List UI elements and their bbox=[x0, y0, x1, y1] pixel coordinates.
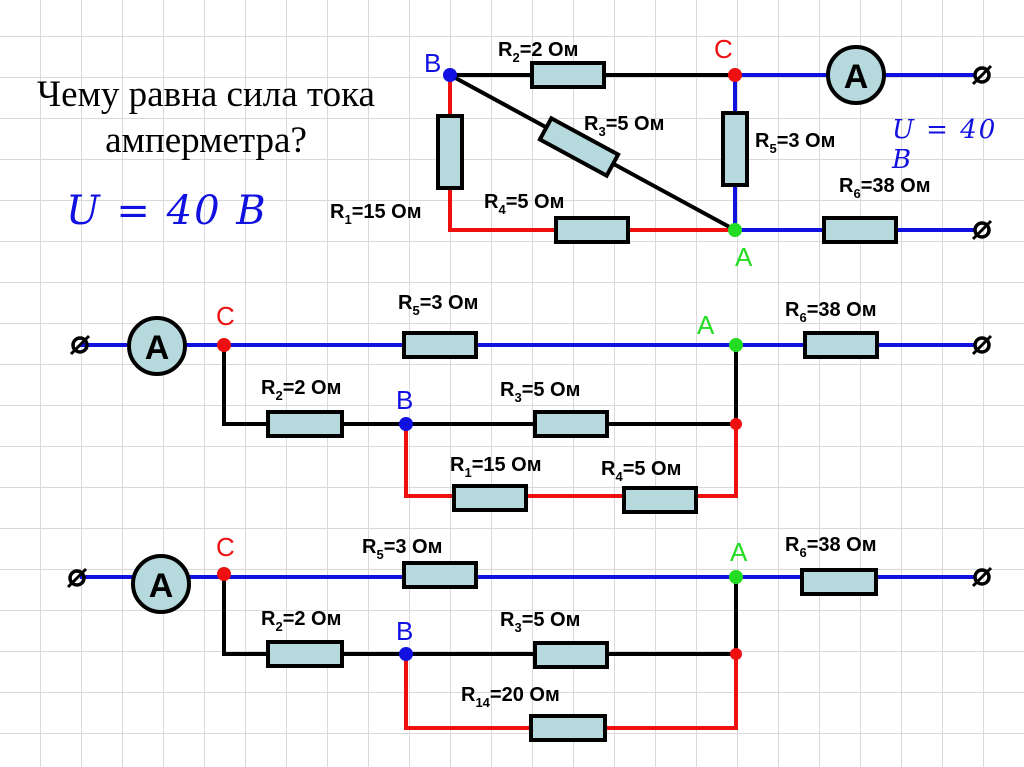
label-R5: R5=3 Ом bbox=[398, 292, 478, 318]
terminal-icon bbox=[69, 334, 91, 356]
ammeter-label: A bbox=[844, 58, 869, 96]
terminal-icon bbox=[971, 566, 993, 588]
node-B bbox=[399, 417, 413, 431]
node-label-A: A bbox=[697, 310, 715, 340]
node-label-C: C bbox=[216, 532, 235, 562]
resistor-R1 bbox=[436, 114, 464, 190]
resistor-R2 bbox=[266, 410, 344, 438]
resistor-R5 bbox=[402, 561, 478, 589]
resistor-R1 bbox=[452, 484, 528, 512]
label-R3: R3=5 Ом bbox=[584, 113, 664, 139]
label-R1: R1=15 Ом bbox=[330, 201, 422, 227]
node-B bbox=[443, 68, 457, 82]
node-label-C: C bbox=[216, 301, 235, 331]
node-C bbox=[217, 567, 231, 581]
node-A bbox=[729, 570, 743, 584]
label-R5: R5=3 Ом bbox=[755, 130, 835, 156]
junction-node bbox=[730, 648, 742, 660]
resistor-R6 bbox=[822, 216, 898, 244]
ammeter-label: A bbox=[145, 329, 170, 367]
circuit-simplified: A C A B R5=3 Ом R6=38 Ом R2=2 Ом R3=5 Ом… bbox=[66, 532, 993, 742]
node-C bbox=[217, 338, 231, 352]
circuit-original: A B C A R2=2 Ом R3=5 Ом R5=3 Ом R6=38 Ом… bbox=[330, 34, 993, 272]
voltage-label-right: U = 40 B bbox=[892, 115, 998, 175]
label-R1: R1=15 Ом bbox=[450, 454, 542, 480]
resistor-R6 bbox=[803, 331, 879, 359]
terminal-icon bbox=[66, 567, 88, 589]
node-A bbox=[729, 338, 743, 352]
resistor-R3 bbox=[537, 115, 621, 179]
node-label-B: B bbox=[396, 385, 413, 415]
resistor-R5 bbox=[402, 331, 478, 359]
node-C bbox=[728, 68, 742, 82]
label-R5: R5=3 Ом bbox=[362, 536, 442, 562]
label-R6: R6=38 Ом bbox=[785, 299, 877, 325]
resistor-R14 bbox=[529, 714, 607, 742]
node-label-B: B bbox=[424, 48, 441, 78]
node-label-A: A bbox=[735, 242, 753, 272]
ammeter-circle bbox=[127, 316, 187, 376]
node-label-A: A bbox=[730, 537, 748, 567]
question-line-1: Чему равна сила тока bbox=[37, 74, 375, 115]
ammeter-label: A bbox=[149, 567, 174, 605]
label-R6: R6=38 Ом bbox=[839, 175, 931, 201]
node-B bbox=[399, 647, 413, 661]
ammeter-circle bbox=[131, 554, 191, 614]
node-A bbox=[728, 223, 742, 237]
ammeter-circle bbox=[826, 45, 886, 105]
label-R3: R3=5 Ом bbox=[500, 379, 580, 405]
label-R4: R4=5 Ом bbox=[484, 191, 564, 217]
ammeter: A bbox=[127, 316, 187, 376]
label-R4: R4=5 Ом bbox=[601, 458, 681, 484]
terminal-icon bbox=[971, 219, 993, 241]
resistor-R3 bbox=[533, 410, 609, 438]
resistor-R4 bbox=[622, 486, 698, 514]
circuit-redrawn: A C A B R5=3 Ом R6=38 Ом R2=2 Ом R3=5 Ом… bbox=[69, 292, 993, 514]
label-R2: R2=2 Ом bbox=[261, 608, 341, 634]
terminal-icon bbox=[971, 64, 993, 86]
question-text: Чему равна сила тока амперметра? bbox=[16, 72, 396, 164]
ammeter: A bbox=[826, 45, 886, 105]
resistor-R2 bbox=[266, 640, 344, 668]
label-R3: R3=5 Ом bbox=[500, 609, 580, 635]
resistor-R5 bbox=[721, 111, 749, 187]
resistor-R4 bbox=[554, 216, 630, 244]
resistor-R3 bbox=[533, 641, 609, 669]
voltage-label-left: U = 40 B bbox=[66, 188, 268, 234]
resistor-R2 bbox=[530, 61, 606, 89]
label-R2: R2=2 Ом bbox=[498, 39, 578, 65]
node-label-C: C bbox=[714, 34, 733, 64]
label-R2: R2=2 Ом bbox=[261, 377, 341, 403]
terminal-icon bbox=[971, 334, 993, 356]
wire-B-R1-R4 bbox=[404, 424, 738, 498]
label-R14: R14=20 Ом bbox=[461, 684, 560, 710]
question-line-2: амперметра? bbox=[105, 120, 307, 161]
label-R6: R6=38 Ом bbox=[785, 534, 877, 560]
ammeter: A bbox=[131, 554, 191, 614]
resistor-R6 bbox=[800, 568, 878, 596]
junction-node bbox=[730, 418, 742, 430]
node-label-B: B bbox=[396, 616, 413, 646]
